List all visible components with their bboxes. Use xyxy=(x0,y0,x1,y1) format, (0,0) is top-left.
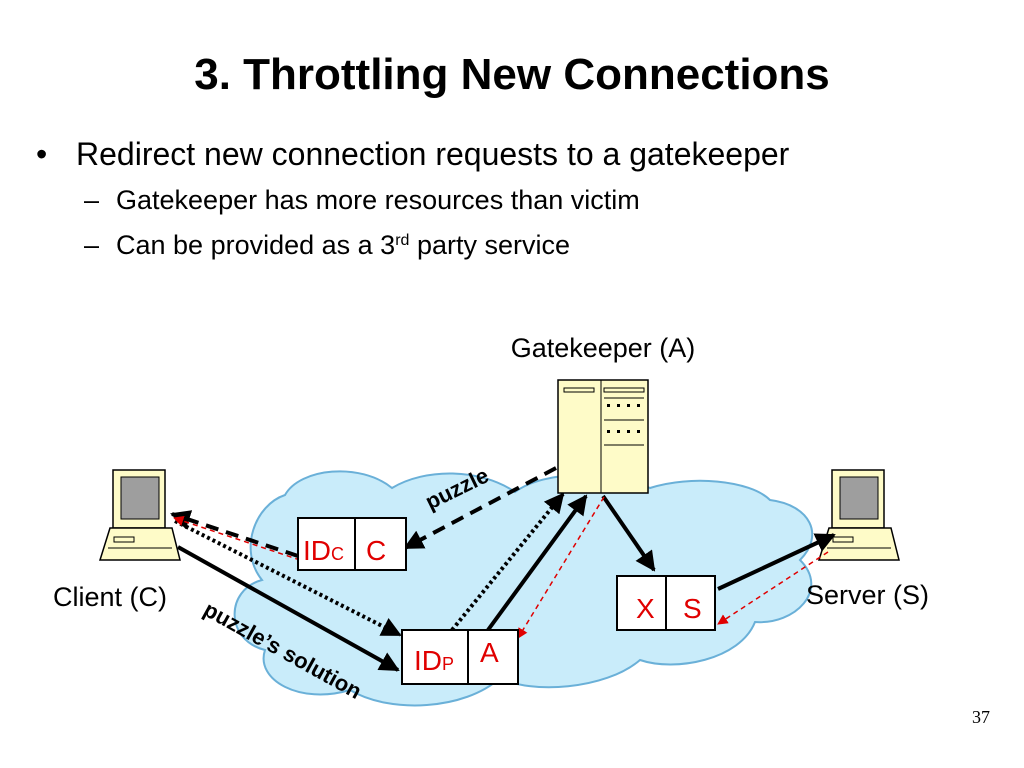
sub-bullet-2-text-before: Can be provided as a 3 xyxy=(116,230,396,260)
page-number: 37 xyxy=(972,707,990,727)
dash-mark: – xyxy=(84,185,100,215)
client-computer-icon xyxy=(98,469,181,561)
main-bullet-text: Redirect new connection requests to a ga… xyxy=(76,136,790,172)
solution-to-gatekeeper-arrow xyxy=(486,494,588,632)
solution-dotted-arrow-2 xyxy=(450,492,565,632)
svg-text:IDP: IDP xyxy=(414,645,454,676)
reply-arrow-gatekeeper xyxy=(517,496,605,639)
packet-puzzle-field: C xyxy=(366,535,386,566)
packet-puzzle-id-sub: C xyxy=(331,544,344,564)
reply-arrow-client xyxy=(173,516,301,561)
reply-arrow-server xyxy=(717,551,829,625)
packet-puzzle-id: ID xyxy=(303,535,331,566)
sub-bullet-2-text-after: party service xyxy=(409,230,570,260)
slide-title: 3. Throttling New Connections xyxy=(194,50,830,99)
sub-bullet-1: –Gatekeeper has more resources than vict… xyxy=(84,185,640,216)
gatekeeper-server-icon xyxy=(557,379,649,494)
packet-solution: IDP A xyxy=(401,629,519,685)
sub-bullet-1-text: Gatekeeper has more resources than victi… xyxy=(116,185,640,215)
dash-mark: – xyxy=(84,230,100,260)
main-bullet: • Redirect new connection requests to a g… xyxy=(36,136,789,173)
packet-forward-field1: X xyxy=(636,593,655,624)
gatekeeper-label: Gatekeeper (A) xyxy=(511,333,696,363)
bullet-mark: • xyxy=(36,136,48,172)
svg-text:IDC: IDC xyxy=(303,535,344,566)
puzzle-arrow xyxy=(403,466,557,550)
server-label: Server (S) xyxy=(806,580,929,610)
packet-forward-field2: S xyxy=(683,593,702,624)
packet-solution-id-sub: P xyxy=(442,654,454,674)
solution-dotted-arrow-1 xyxy=(174,519,402,637)
packet-solution-field: A xyxy=(480,637,499,668)
forward-to-server-arrow xyxy=(717,533,836,591)
client-label: Client (C) xyxy=(53,582,167,612)
packet-solution-id: ID xyxy=(414,645,442,676)
packet-puzzle: IDC C xyxy=(297,517,407,571)
sub-bullet-2: –Can be provided as a 3rd party service xyxy=(84,230,570,261)
packet-forward: X S xyxy=(616,575,716,631)
client-to-solution-arrow xyxy=(177,545,400,672)
sub-bullet-2-superscript: rd xyxy=(395,232,410,249)
gatekeeper-to-forward-arrow xyxy=(601,494,656,572)
puzzle-to-client-arrow xyxy=(170,510,299,558)
server-computer-icon xyxy=(817,469,900,561)
